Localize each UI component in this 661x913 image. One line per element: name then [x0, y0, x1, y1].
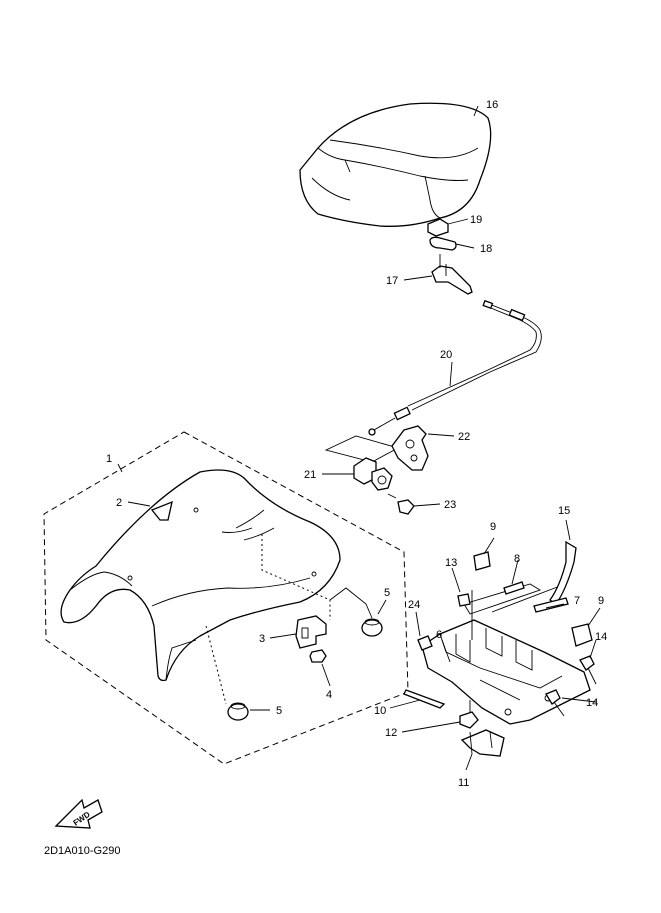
callout-5-lower: 5: [276, 705, 282, 717]
strip-part-7: [533, 597, 569, 613]
collar-part-13: [457, 593, 471, 607]
callout-14-lower: 14: [586, 697, 598, 709]
seat-part-16: [299, 102, 492, 227]
strip-part-8: [503, 581, 525, 595]
seat-lock-cable-part-20: [368, 299, 542, 436]
callout-8: 8: [514, 553, 520, 565]
seat-cowl-frame: [43, 431, 409, 765]
callout-9-right: 9: [598, 595, 604, 607]
callout-24: 24: [408, 599, 420, 611]
callout-21: 21: [304, 469, 316, 481]
seat-lock-assembly: [324, 425, 429, 515]
callout-5-upper: 5: [384, 587, 390, 599]
callout-18: 18: [480, 243, 492, 255]
rear-cowl-part-1: [60, 469, 341, 682]
screw-part-14: [545, 655, 597, 717]
bracket-part-11: [460, 729, 505, 757]
cap-part-24: [417, 635, 433, 651]
callout-4: 4: [326, 689, 332, 701]
rubber-part-9: [473, 551, 491, 571]
callout-9-upper: 9: [490, 521, 496, 533]
diagram-code: 2D1A010-G290: [44, 845, 120, 857]
leader-lines: [117, 105, 601, 771]
callout-23: 23: [444, 499, 456, 511]
callout-19: 19: [470, 214, 482, 226]
callout-13: 13: [445, 557, 457, 569]
callout-11: 11: [458, 777, 469, 789]
forward-arrow-icon: FWD: [54, 798, 103, 829]
damper-part-5: [227, 618, 383, 721]
callout-1: 1: [106, 453, 112, 465]
callout-6: 6: [436, 629, 442, 641]
callout-2: 2: [116, 497, 122, 509]
callout-20: 20: [440, 349, 452, 361]
seat-belt-part-15: [549, 540, 577, 605]
callout-15: 15: [558, 505, 570, 517]
plate-part-12: [459, 711, 479, 729]
callout-14-upper: 14: [595, 631, 607, 643]
bracket-part-3: [295, 615, 327, 649]
leader-line: [329, 587, 373, 619]
callout-12: 12: [385, 727, 397, 739]
callout-22: 22: [458, 431, 470, 443]
rubber-part-9: [571, 623, 593, 647]
callout-7: 7: [574, 595, 580, 607]
callout-16: 16: [486, 99, 498, 111]
callout-3: 3: [259, 633, 265, 645]
rack-part-10: [403, 689, 446, 709]
lock-bracket-assembly: [427, 218, 473, 295]
callout-17: 17: [386, 275, 398, 287]
nut-part-4: [309, 649, 327, 663]
assembly-line: [261, 534, 331, 620]
assembly-line: [205, 625, 227, 705]
callout-10: 10: [374, 705, 386, 717]
